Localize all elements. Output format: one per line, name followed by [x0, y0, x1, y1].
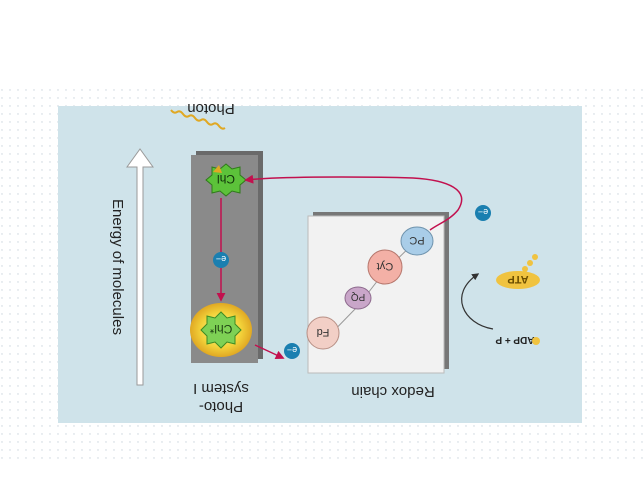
- carrier-pc-label: PC: [409, 234, 424, 246]
- energy-axis: Energy of molecules: [109, 148, 154, 386]
- chl-excited: Chl*: [190, 303, 252, 357]
- carrier-pc: PC: [400, 226, 434, 256]
- carrier-cyt-label: Cyt: [377, 260, 394, 272]
- electron-label: e−: [216, 254, 226, 264]
- carrier-fd: Fd: [306, 316, 340, 350]
- atp: ATP: [496, 254, 540, 289]
- photosystem-label-line1: Photo-: [199, 398, 243, 415]
- arrow-chl-to-fd: [254, 344, 285, 360]
- atp-label: ATP: [507, 273, 528, 285]
- electron-return: e−: [475, 205, 491, 221]
- svg-text:e−: e−: [478, 207, 488, 217]
- adp-pi-label: ADP + P: [495, 334, 534, 345]
- photon-label: Photon: [187, 100, 235, 117]
- carrier-fd-label: Fd: [317, 326, 330, 338]
- electron-vertical: e−: [213, 252, 229, 268]
- photosystem-label-line2: system I: [193, 380, 249, 397]
- electron-to-fd: e−: [284, 343, 300, 359]
- carrier-pq-label: PQ: [351, 291, 366, 302]
- chl-ground: Chl: [205, 163, 247, 197]
- carrier-pq: PQ: [344, 286, 372, 310]
- cyclic-return-arrow: [244, 174, 463, 231]
- adp-pi: ADP + P: [495, 334, 540, 345]
- carrier-cyt: Cyt: [367, 249, 403, 285]
- chl-label: Chl: [217, 172, 235, 186]
- chl-excited-label: Chl*: [209, 322, 232, 336]
- atp-synthesis-arrow: [461, 273, 494, 330]
- photon-wave: [170, 109, 226, 173]
- redox-chain-label: Redox chain: [351, 383, 434, 400]
- svg-text:e−: e−: [287, 345, 297, 355]
- energy-axis-label: Energy of molecules: [109, 199, 126, 335]
